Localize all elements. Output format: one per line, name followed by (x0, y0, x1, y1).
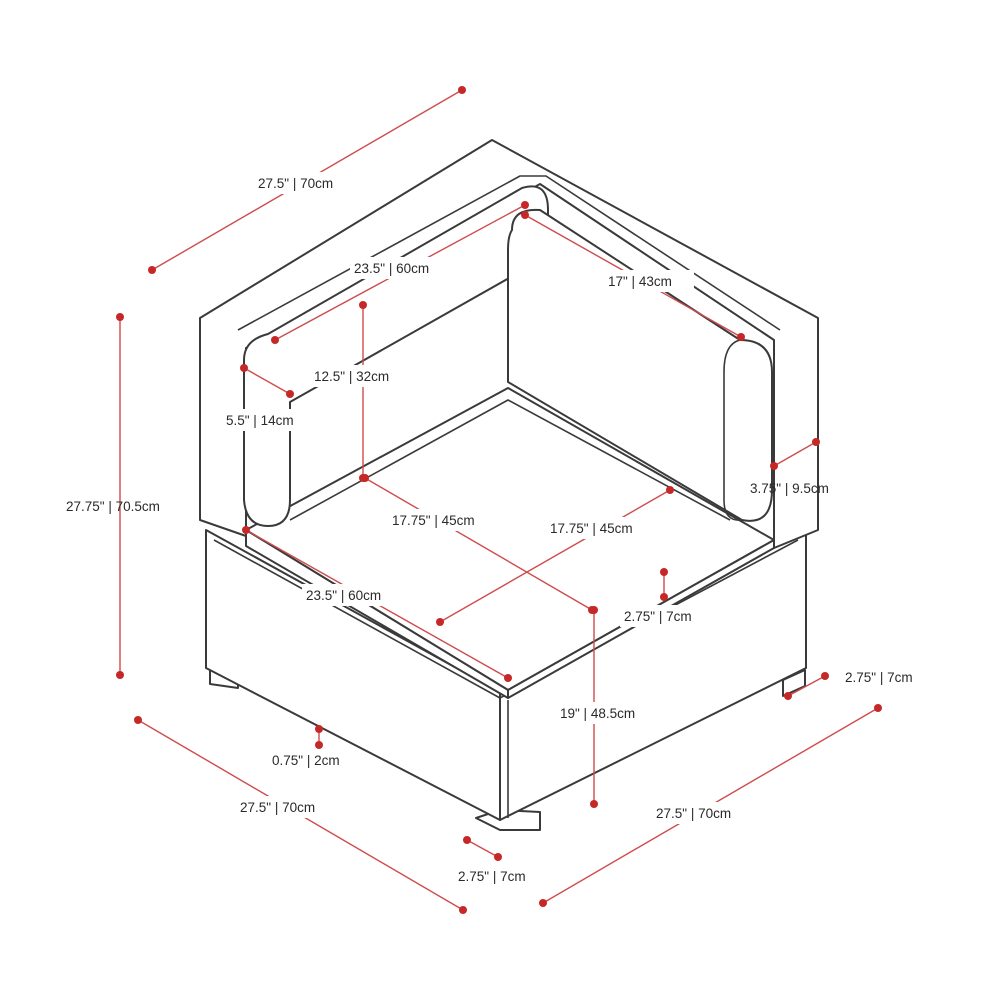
label-seat-depth-right: 17.75" | 45cm (550, 521, 633, 536)
dim-line-leg-width-right (787, 675, 826, 697)
label-bg (350, 257, 456, 279)
dim-end-dot (240, 364, 248, 372)
dim-end-dot (315, 725, 323, 733)
dim-end-dot (521, 201, 529, 209)
dim-end-dot (148, 266, 156, 274)
dim-end-dot (361, 474, 369, 482)
dim-end-dot (874, 704, 882, 712)
dim-end-dot (539, 899, 547, 907)
label-leg-width-front: 2.75" | 7cm (458, 869, 526, 884)
dim-end-dot (242, 526, 250, 534)
dim-end-dot (458, 86, 466, 94)
dim-end-dot (770, 462, 778, 470)
label-seat-front-width: 23.5" | 60cm (306, 588, 381, 603)
chair-drawing (199, 139, 819, 831)
dim-end-dot (134, 716, 142, 724)
dim-end-dot (286, 390, 294, 398)
dim-end-dot (660, 568, 668, 576)
label-inner-back-width: 23.5" | 60cm (354, 261, 429, 276)
dim-end-dot (315, 741, 323, 749)
back-cushion-left (243, 185, 549, 527)
back-cushion-right (507, 208, 773, 522)
label-back-cushion-height: 12.5" | 32cm (314, 369, 389, 384)
label-bg (302, 584, 408, 606)
dim-end-dot (494, 853, 502, 861)
dim-end-dot (504, 674, 512, 682)
dim-end-dot (116, 313, 124, 321)
label-bg (222, 409, 318, 431)
dim-end-dot (521, 211, 529, 219)
dim-end-dot (459, 906, 467, 914)
label-leg-height: 0.75" | 2cm (272, 753, 340, 768)
label-seat-height: 19" | 48.5cm (560, 706, 635, 721)
label-bg (620, 605, 718, 627)
dim-end-dot (359, 301, 367, 309)
label-bg (546, 517, 658, 539)
dim-end-dot (666, 486, 674, 494)
dim-end-dot (660, 593, 668, 601)
dim-end-dot (590, 606, 598, 614)
label-base-width-right: 27.5" | 70cm (656, 806, 731, 821)
dim-end-dot (436, 618, 444, 626)
dim-line-armrest-height (773, 441, 817, 467)
label-bg (604, 270, 694, 292)
label-base-width-left: 27.5" | 70cm (240, 800, 315, 815)
dim-end-dot (812, 438, 820, 446)
label-back-cushion-thickness: 5.5" | 14cm (226, 413, 294, 428)
label-leg-width-right: 2.75" | 7cm (845, 670, 913, 685)
dim-end-dot (463, 836, 471, 844)
label-seat-cushion-thickness: 2.75" | 7cm (624, 609, 692, 624)
dim-end-dot (271, 336, 279, 344)
dim-line-back-cushion-thickness (243, 367, 291, 395)
dim-end-dot (116, 671, 124, 679)
dimension-labels: 27.5" | 70cm 23.5" | 60cm 17" | 43cm 12.… (66, 172, 913, 884)
leg-right (782, 669, 806, 697)
frame-shell (199, 139, 819, 549)
label-bg (556, 702, 660, 724)
dim-end-dot (784, 692, 792, 700)
label-bg (254, 172, 364, 194)
label-armrest-height: 3.75" | 9.5cm (750, 481, 829, 496)
dim-line-seat-depth-left (364, 477, 593, 611)
label-bg (388, 509, 500, 531)
label-bg (310, 365, 418, 387)
label-overall-depth-top: 27.5" | 70cm (258, 176, 333, 191)
back-cushion-right-roll (723, 339, 743, 521)
dim-line-seat-depth-right (439, 489, 671, 623)
label-overall-height: 27.75" | 70.5cm (66, 499, 160, 514)
frame-top-inner-edge (237, 175, 781, 331)
label-bg (236, 796, 346, 818)
label-bg (652, 802, 762, 824)
dim-line-leg-width-front (466, 839, 499, 858)
dim-end-dot (590, 800, 598, 808)
label-seat-depth-left: 17.75" | 45cm (392, 513, 475, 528)
dim-end-dot (821, 672, 829, 680)
dim-end-dot (737, 333, 745, 341)
label-inner-side-width: 17" | 43cm (608, 274, 672, 289)
